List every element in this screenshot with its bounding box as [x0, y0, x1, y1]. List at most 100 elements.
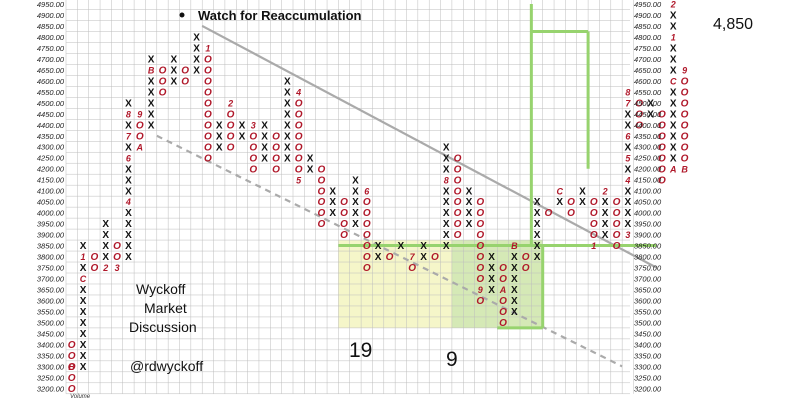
pf-x-mark: X [647, 109, 654, 120]
pf-x-mark: X [216, 142, 223, 153]
pf-x-mark: X [670, 55, 677, 66]
pf-x-mark: X [670, 87, 677, 98]
pf-month-marker: A [136, 142, 144, 152]
pf-month-marker: 9 [682, 65, 687, 75]
trendline-demand_line [156, 134, 623, 368]
pf-x-mark: X [193, 65, 200, 76]
pf-x-mark: X [170, 76, 177, 87]
pf-o-mark: O [386, 252, 394, 263]
pf-x-mark: X [624, 142, 631, 153]
pf-o-mark: O [249, 131, 257, 142]
pf-o-mark: O [204, 120, 212, 131]
pf-x-mark: X [670, 109, 677, 120]
pf-o-mark: O [272, 142, 280, 153]
title-line-2: Market [144, 300, 187, 316]
pf-o-mark: O [613, 230, 621, 241]
y-tick-label-left: 3850.00 [37, 242, 65, 251]
pf-o-mark: O [476, 208, 484, 219]
pf-x-mark: X [443, 219, 450, 230]
pf-month-marker: C [80, 274, 87, 284]
pf-month-marker: 8 [444, 175, 449, 185]
pf-month-marker: 7 [410, 252, 416, 262]
pf-x-mark: X [352, 197, 359, 208]
pf-month-marker: 1 [81, 252, 86, 262]
pf-o-mark: O [476, 263, 484, 274]
pf-x-mark: X [125, 175, 132, 186]
volume-label: Volume [70, 394, 91, 400]
pf-x-mark: X [488, 263, 495, 274]
pf-o-mark: O [363, 252, 371, 263]
y-tick-label-right: 4600.00 [634, 77, 662, 86]
y-tick-label-left: 4100.00 [37, 187, 65, 196]
pf-o-mark: O [613, 208, 621, 219]
pf-x-mark: X [534, 208, 541, 219]
pf-x-mark: X [466, 208, 473, 219]
pf-x-mark: X [534, 219, 541, 230]
pf-x-mark: X [284, 153, 291, 164]
y-tick-label-right: 4400.00 [634, 121, 662, 130]
pf-x-mark: X [511, 296, 518, 307]
count-19-label: 19 [349, 339, 372, 362]
pf-o-mark: O [454, 219, 462, 230]
pf-x-mark: X [556, 197, 563, 208]
pf-o-mark: O [363, 197, 371, 208]
y-tick-label-right: 4200.00 [634, 165, 662, 174]
pf-x-mark: X [624, 120, 631, 131]
pf-x-mark: X [466, 197, 473, 208]
y-tick-label-left: 4050.00 [37, 198, 65, 207]
pf-o-mark: O [613, 241, 621, 252]
pf-x-mark: X [624, 109, 631, 120]
y-tick-label-left: 4800.00 [37, 33, 65, 42]
pf-o-mark: O [499, 318, 507, 329]
pf-o-mark: O [295, 131, 303, 142]
pf-o-mark: O [658, 142, 666, 153]
pf-o-mark: O [681, 87, 689, 98]
pf-month-marker: C [670, 76, 677, 86]
pf-x-mark: X [670, 120, 677, 131]
pf-o-mark: O [499, 274, 507, 285]
pf-x-mark: X [511, 307, 518, 318]
pf-o-mark: O [204, 87, 212, 98]
pf-o-mark: O [295, 153, 303, 164]
pf-x-mark: X [670, 11, 677, 22]
y-tick-label-left: 4200.00 [37, 165, 65, 174]
pf-x-mark: X [670, 98, 677, 109]
pf-o-mark: O [317, 197, 325, 208]
pf-o-mark: O [249, 164, 257, 175]
pf-o-mark: O [204, 131, 212, 142]
y-tick-label-right: 3200.00 [634, 384, 662, 393]
pf-x-mark: X [125, 252, 132, 263]
pf-month-marker: 7 [126, 131, 132, 141]
pf-o-mark: O [544, 208, 552, 219]
pf-o-mark: O [68, 340, 76, 351]
pf-o-mark: O [317, 219, 325, 230]
pf-month-marker: 4 [125, 197, 131, 207]
pf-x-mark: X [284, 109, 291, 120]
pf-x-mark: X [125, 142, 132, 153]
pf-o-mark: O [681, 98, 689, 109]
pf-o-mark: O [159, 87, 167, 98]
pf-x-mark: X [488, 274, 495, 285]
pf-o-mark: O [363, 230, 371, 241]
pf-o-mark: O [227, 109, 235, 120]
pf-x-mark: X [125, 241, 132, 252]
pf-month-marker: 2 [602, 186, 608, 196]
y-tick-label-left: 3450.00 [37, 329, 65, 338]
pf-month-marker: 2 [102, 263, 108, 273]
pf-o-mark: O [317, 208, 325, 219]
pf-x-mark: X [261, 142, 268, 153]
pf-month-marker: 4 [624, 175, 630, 185]
pf-x-mark: X [624, 197, 631, 208]
y-tick-label-right: 4700.00 [634, 55, 662, 64]
y-tick-label-right: 4100.00 [634, 187, 662, 196]
pf-o-mark: O [272, 164, 280, 175]
pf-o-mark: O [249, 142, 257, 153]
pf-o-mark: O [635, 98, 643, 109]
pf-o-mark: O [68, 351, 76, 362]
pf-month-marker: 2 [670, 0, 676, 10]
pf-o-mark: O [522, 263, 530, 274]
handle-text: @rdwyckoff [130, 358, 203, 374]
pf-x-mark: X [80, 362, 87, 373]
pf-x-mark: X [534, 241, 541, 252]
y-tick-label-right: 4350.00 [634, 132, 662, 141]
